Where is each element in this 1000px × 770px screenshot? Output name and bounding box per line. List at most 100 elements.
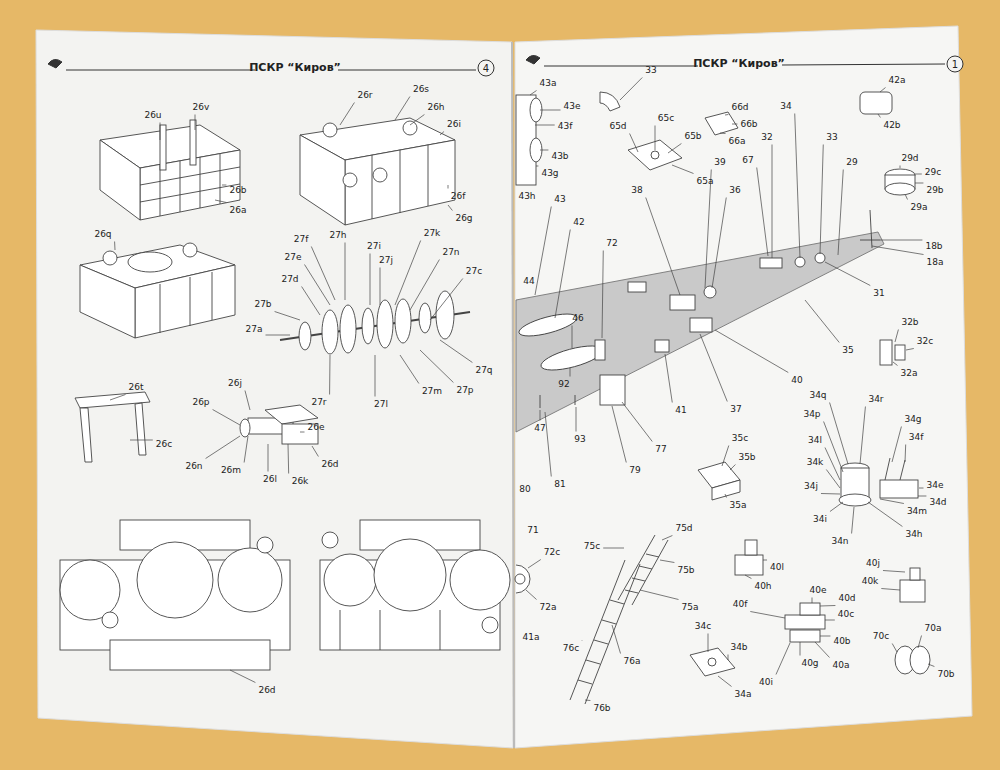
callout-number: 27m <box>422 387 442 396</box>
leader-line <box>130 440 153 441</box>
callout-number: 92 <box>558 380 569 389</box>
callout-number: 70b <box>937 670 954 679</box>
leader-line <box>715 330 788 373</box>
callout-number: 26h <box>427 103 444 112</box>
callout-number: 75b <box>677 566 694 575</box>
leader-line <box>535 125 555 126</box>
callout-number: 34n <box>831 537 848 546</box>
leader-line <box>312 446 318 457</box>
callout-number: 66a <box>729 137 746 146</box>
callout-number: 34 <box>780 102 791 111</box>
callout-number: 46 <box>572 314 583 323</box>
leader-line <box>893 362 898 366</box>
callout-number: 34m <box>907 507 927 516</box>
leader-line <box>570 368 571 377</box>
leader-line <box>265 335 290 336</box>
callout-number: 27a <box>246 325 263 334</box>
callout-number: 75d <box>675 524 692 533</box>
callout-number: 40b <box>833 637 850 646</box>
callout-number: 26t <box>129 383 144 392</box>
callout-number: 40j <box>866 559 880 568</box>
callout-number: 34k <box>807 458 824 467</box>
leader-line <box>662 536 672 541</box>
leader-line <box>906 349 914 351</box>
leader-line <box>722 446 729 467</box>
callout-number: 27h <box>329 231 346 240</box>
leader-line <box>892 427 901 463</box>
callout-number: 43b <box>551 152 568 161</box>
callout-number: 40e <box>810 586 827 595</box>
leader-line <box>410 260 439 311</box>
callout-number: 36 <box>729 186 740 195</box>
leader-line <box>757 168 768 257</box>
leader-line <box>883 571 905 573</box>
leader-line <box>708 634 709 653</box>
callout-number: 40c <box>838 610 854 619</box>
leader-line <box>826 470 840 489</box>
leader-line <box>805 300 839 343</box>
page-title: ПСКР “Киров” <box>249 61 341 74</box>
leader-line <box>440 340 472 363</box>
leader-line <box>745 575 751 579</box>
leader-line <box>582 640 583 642</box>
leader-line <box>213 410 240 426</box>
callout-number: 27f <box>294 235 309 244</box>
callout-number: 29 <box>846 158 857 167</box>
callout-number: 38 <box>631 186 642 195</box>
callout-number: 44 <box>523 277 534 286</box>
callout-number: 34p <box>803 410 820 419</box>
callout-number: 40a <box>833 661 850 670</box>
left-page <box>36 30 513 748</box>
leader-line <box>880 240 922 241</box>
callout-number: 72 <box>606 239 617 248</box>
callout-number: 26r <box>357 91 372 100</box>
leader-line <box>732 124 737 125</box>
leader-line <box>380 268 381 306</box>
leader-line <box>915 183 923 184</box>
callout-number: 47 <box>534 424 545 433</box>
callout-number: 31 <box>873 289 884 298</box>
callout-number: 40i <box>759 678 773 687</box>
callout-number: 32 <box>761 133 772 142</box>
callout-number: 27j <box>379 256 393 265</box>
leader-line <box>725 494 727 498</box>
callout-number: 27i <box>367 242 381 251</box>
callout-number: 76a <box>624 657 641 666</box>
page-title: ПСКР “Киров” <box>693 57 785 70</box>
leader-line <box>340 103 354 126</box>
callout-number: 26l <box>263 475 277 484</box>
leader-line <box>918 496 926 497</box>
callout-number: 26g <box>455 214 472 223</box>
right-page <box>515 26 972 748</box>
callout-number: 27n <box>442 248 459 257</box>
leader-line <box>375 355 376 397</box>
leader-line <box>700 334 727 402</box>
leader-line <box>825 448 840 481</box>
callout-number: 76c <box>563 644 579 653</box>
callout-number: 80 <box>519 485 530 494</box>
leader-line <box>705 170 711 289</box>
leader-line <box>535 207 551 296</box>
leader-line <box>195 115 196 131</box>
callout-number: 26c <box>156 440 172 449</box>
leader-line <box>545 412 551 477</box>
callout-number: 34r <box>868 395 883 404</box>
leader-line <box>730 465 735 471</box>
callout-number: 43a <box>540 79 557 88</box>
leader-line <box>892 644 897 653</box>
callout-number: 27r <box>311 398 326 407</box>
callout-number: 66b <box>740 120 757 129</box>
leader-line <box>750 612 785 619</box>
leader-line <box>655 126 656 151</box>
leader-line <box>919 488 924 489</box>
callout-number: 65b <box>684 132 701 141</box>
callout-number: 34a <box>735 690 752 699</box>
callout-number: 34l <box>808 436 822 445</box>
callout-number: 40l <box>770 563 784 572</box>
leader-line <box>268 444 269 472</box>
leader-line <box>728 655 729 661</box>
leader-line <box>540 150 548 151</box>
leader-line <box>640 590 679 600</box>
callout-number: 26d <box>258 686 275 695</box>
leader-line <box>530 91 537 96</box>
